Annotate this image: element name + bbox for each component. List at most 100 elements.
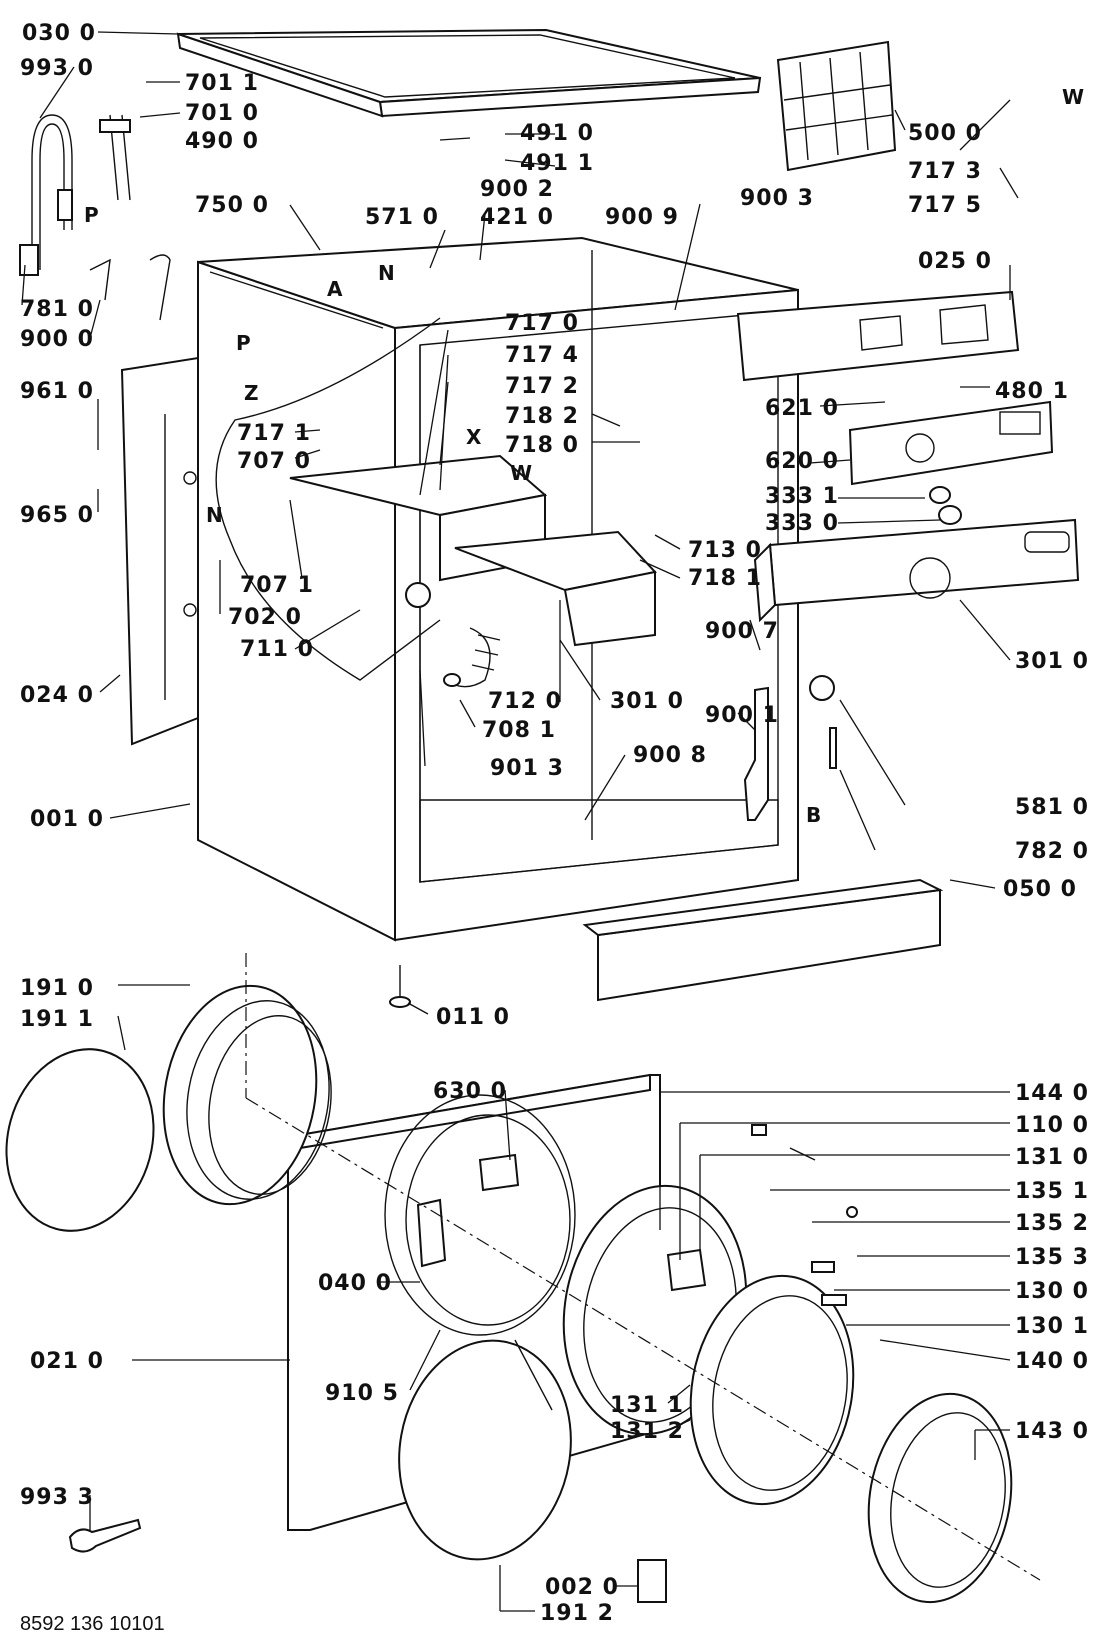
label-480-1: 480 1 [995,379,1069,404]
label-301-0-a: 301 0 [1015,649,1089,674]
label-900-2: 900 2 [480,177,554,202]
marker-b: B [806,803,821,827]
label-713-0: 713 0 [688,538,762,563]
label-131-2: 131 2 [610,1419,684,1444]
label-191-1: 191 1 [20,1007,94,1032]
spanner-tool [68,1518,142,1553]
label-050-0: 050 0 [1003,877,1077,902]
top-panel [176,28,762,118]
label-500-0: 500 0 [908,121,982,146]
label-900-3: 900 3 [740,186,814,211]
side-panel [120,356,199,746]
label-011-0: 011 0 [436,1005,510,1030]
label-130-0: 130 0 [1015,1279,1089,1304]
hinge [666,1248,707,1292]
display-board [848,400,1054,486]
part-labels: 030 0 993 0 701 1 701 0 490 0 491 0 491 … [20,21,1089,1626]
label-421-0: 421 0 [480,205,554,230]
marker-w-mid: W [510,461,532,485]
label-712-0: 712 0 [488,689,562,714]
door-glass [689,1274,855,1506]
label-135-3: 135 3 [1015,1245,1089,1270]
lower-seal [398,1339,572,1561]
label-717-4: 717 4 [505,343,579,368]
label-717-3: 717 3 [908,159,982,184]
label-717-0: 717 0 [505,311,579,336]
label-191-0: 191 0 [20,976,94,1001]
label-630-0: 630 0 [433,1079,507,1104]
drain-bellows [443,627,501,688]
label-131-1: 131 1 [610,1393,684,1418]
label-782-0: 782 0 [1015,839,1089,864]
label-135-1: 135 1 [1015,1179,1089,1204]
marker-w-top: W [1062,85,1084,109]
label-781-0: 781 0 [20,297,94,322]
bracket [743,686,769,821]
label-702-0: 702 0 [228,605,302,630]
main-control-board [776,40,897,172]
label-993-3: 993 3 [20,1485,94,1510]
marker-a: A [327,277,343,301]
label-901-3: 901 3 [490,756,564,781]
knobs [929,486,962,525]
label-900-7: 900 7 [705,619,779,644]
label-131-0: 131 0 [1015,1145,1089,1170]
label-110-0: 110 0 [1015,1113,1089,1138]
label-491-0: 491 0 [520,121,594,146]
label-130-1: 130 1 [1015,1314,1089,1339]
label-993-0: 993 0 [20,56,94,81]
label-708-1: 708 1 [482,718,556,743]
label-040-0: 040 0 [318,1271,392,1296]
label-701-1: 701 1 [185,71,259,96]
label-333-0: 333 0 [765,511,839,536]
label-910-5: 910 5 [325,1381,399,1406]
label-025-0: 025 0 [918,249,992,274]
document-number: 8592 136 10101 [20,1613,165,1635]
door-outer-ring [867,1392,1013,1604]
label-001-0: 001 0 [30,807,104,832]
label-002-0: 002 0 [545,1575,619,1600]
label-030-0: 030 0 [22,21,96,46]
label-191-2: 191 2 [540,1601,614,1626]
label-961-0: 961 0 [20,379,94,404]
marker-p-mid: P [236,331,251,355]
marker-z: Z [244,381,259,405]
kickplate [582,878,944,1002]
label-711-0: 711 0 [240,637,314,662]
label-140-0: 140 0 [1015,1349,1089,1374]
label-718-1: 718 1 [688,566,762,591]
detergent-dispenser [215,317,657,681]
label-143-0: 143 0 [1015,1419,1089,1444]
label-144-0: 144 0 [1015,1081,1089,1106]
label-900-1: 900 1 [705,703,779,728]
label-900-8: 900 8 [633,743,707,768]
label-021-0: 021 0 [30,1349,104,1374]
label-717-5: 717 5 [908,193,982,218]
label-965-0: 965 0 [20,503,94,528]
label-333-1: 333 1 [765,484,839,509]
label-581-0: 581 0 [1015,795,1089,820]
marker-p-left: P [84,203,99,227]
control-panel-board [736,290,1020,382]
label-024-0: 024 0 [20,683,94,708]
marker-n-top: N [378,261,395,285]
door-seal [5,984,332,1232]
marker-x: X [466,425,482,449]
pressure-switch [809,675,837,769]
label-717-1: 717 1 [237,421,311,446]
label-707-1: 707 1 [240,573,314,598]
letter-markers: W P A N P Z X W N B [84,85,1084,827]
label-491-1: 491 1 [520,151,594,176]
leader-lines [21,31,1019,1612]
label-718-2: 718 2 [505,404,579,429]
label-717-2: 717 2 [505,374,579,399]
label-620-0: 620 0 [765,449,839,474]
small-parts [637,1124,858,1603]
adjustable-foot [389,965,411,1008]
label-718-0: 718 0 [505,433,579,458]
label-621-0: 621 0 [765,396,839,421]
label-135-2: 135 2 [1015,1211,1089,1236]
label-900-9: 900 9 [605,205,679,230]
label-301-0-b: 301 0 [610,689,684,714]
label-707-0: 707 0 [237,449,311,474]
